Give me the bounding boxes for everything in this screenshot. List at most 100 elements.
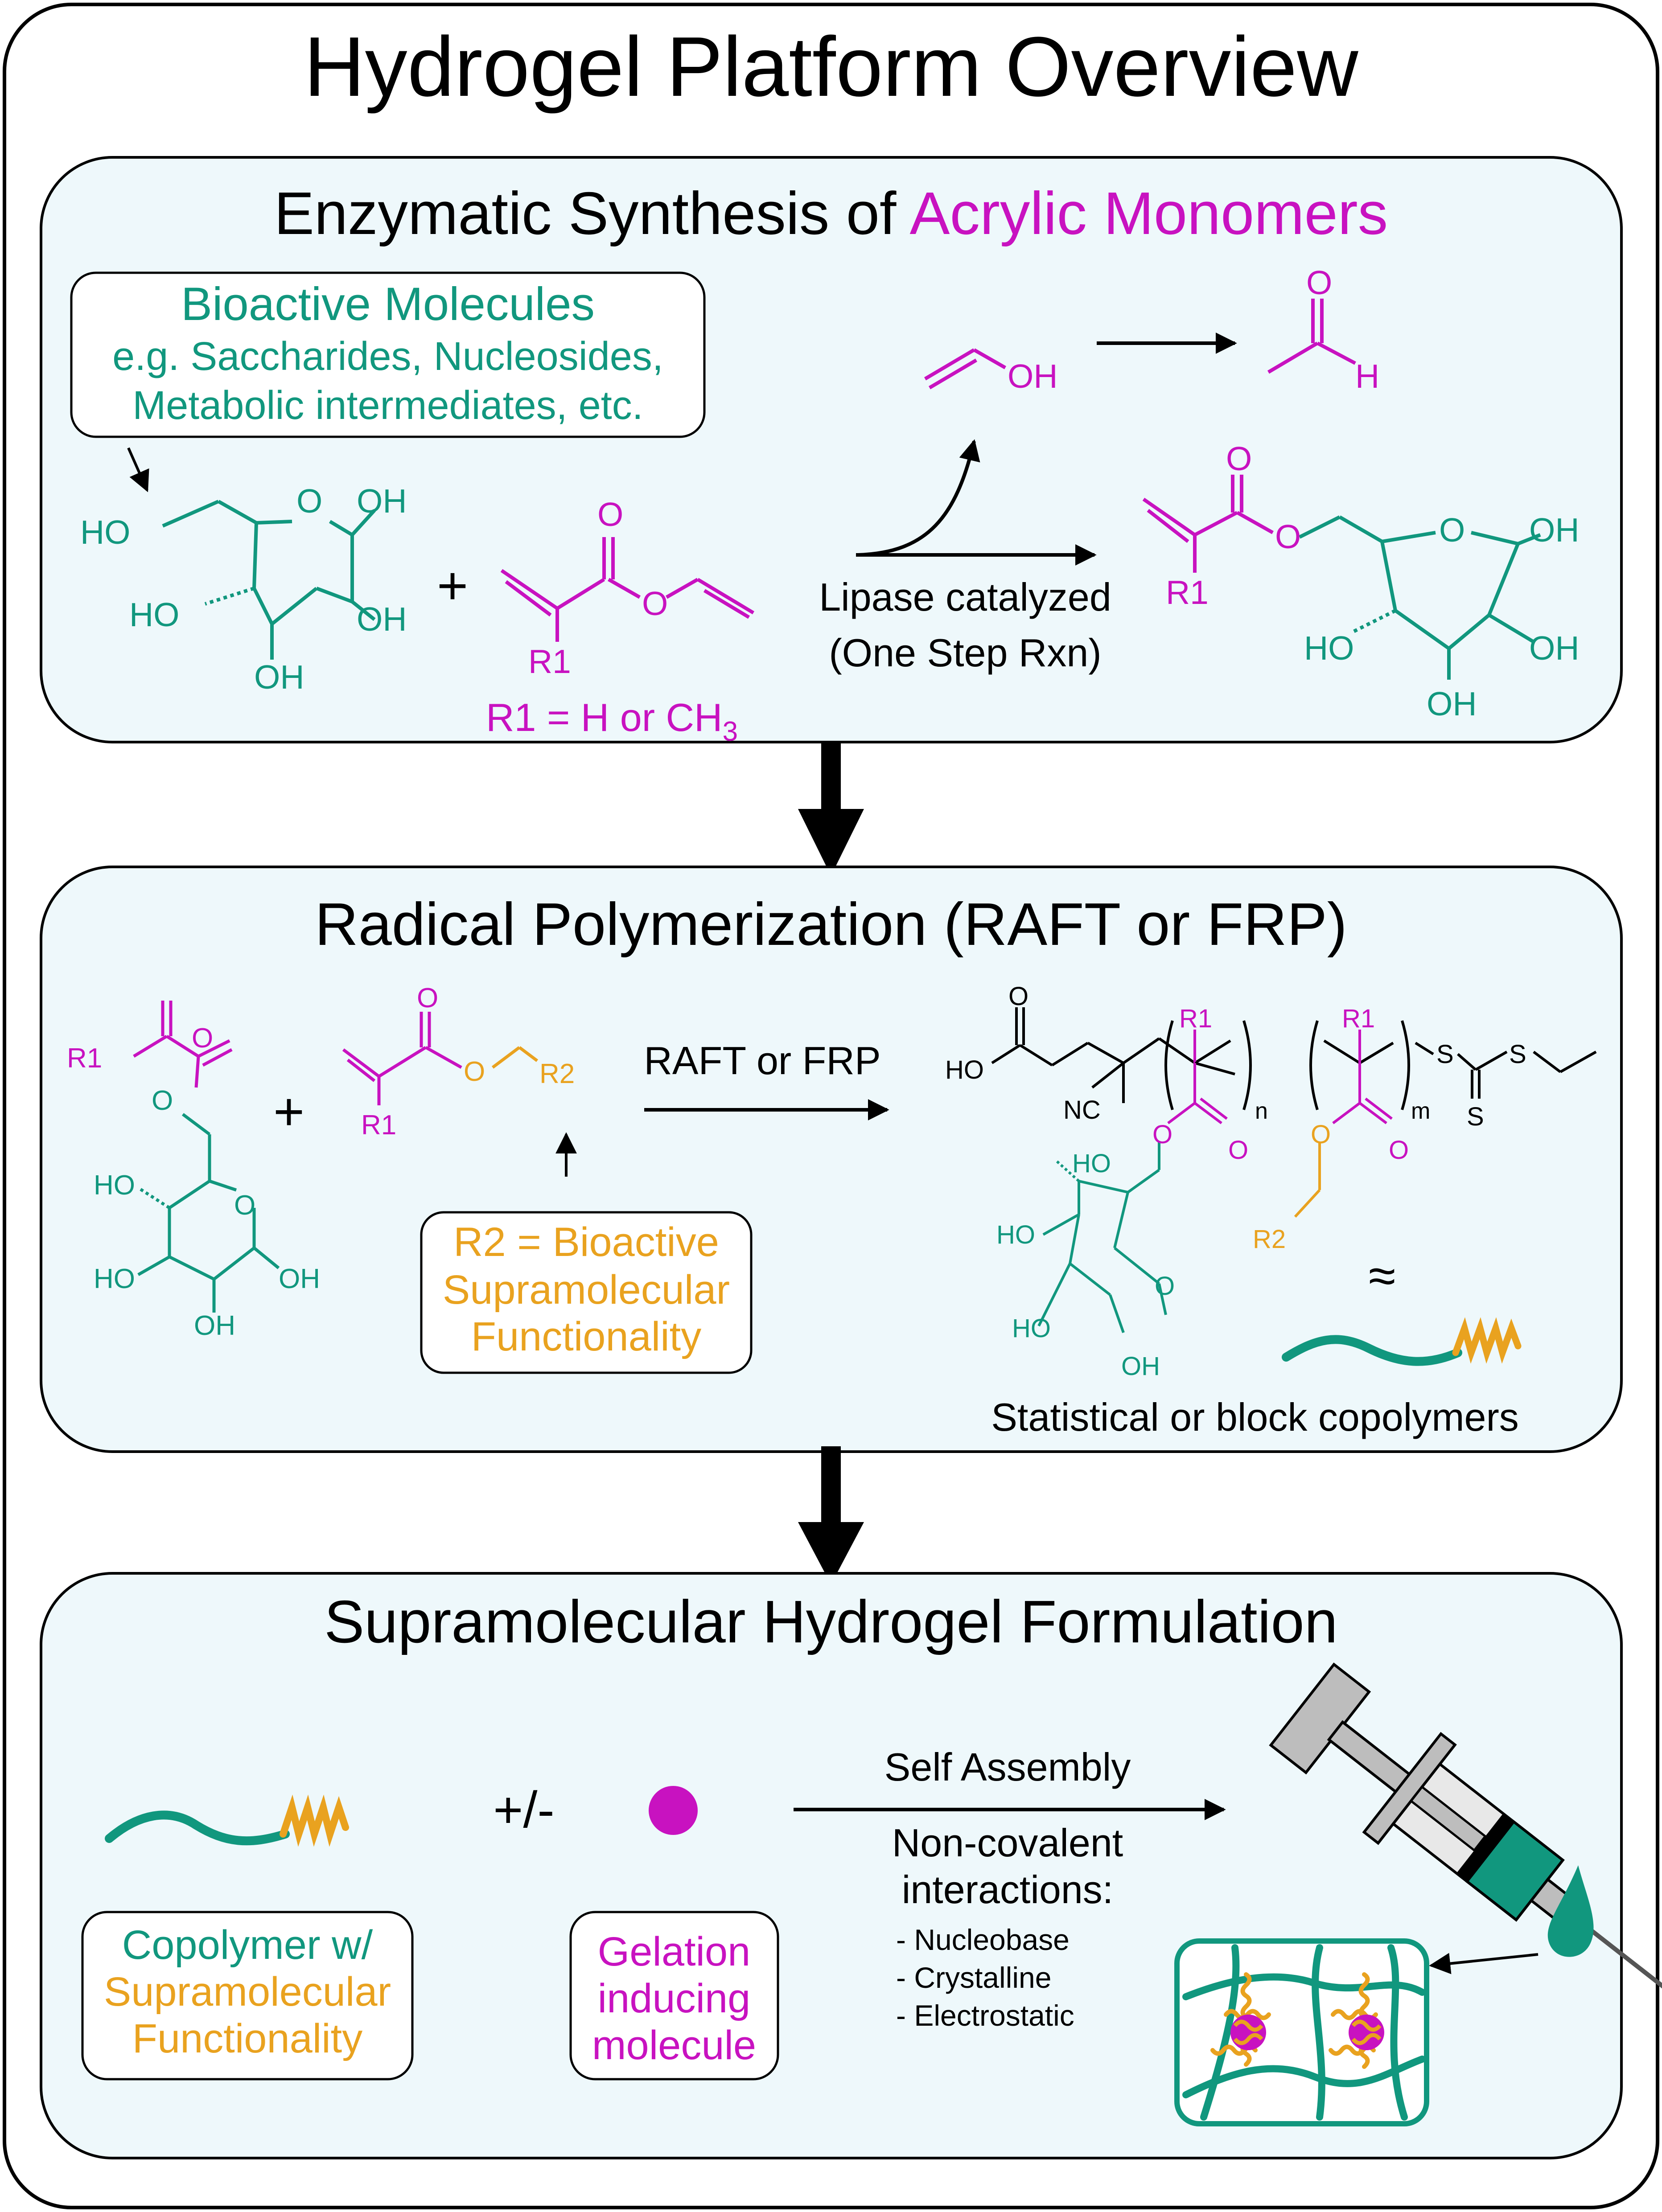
lipase-label-2: (One Step Rxn) [829,631,1101,675]
copolymer-box [81,1911,414,2081]
monomer2-r2: R2 [539,1059,575,1089]
polymer-o-acid: O [1008,982,1028,1011]
monomer2-o-ester: O [464,1056,485,1087]
hydrogel-droplet [1547,1865,1594,1957]
panel3-title: Supramolecular Hydrogel Formulation [324,1588,1338,1655]
copolymer-cartoon-left [105,1794,349,1847]
noncovalent-label-1: Non-covalent [892,1821,1123,1865]
gelation-box [569,1911,779,2081]
monomer1-structure [133,1001,280,1313]
monomer1-ho2: HO [94,1264,135,1294]
panel-enzymatic-synthesis: Enzymatic Synthesis of Acrylic Monomers … [40,156,1623,747]
monomer1-o-top: O [192,1023,213,1054]
monomer1-ho1: HO [94,1170,135,1201]
copolymer-caption: Statistical or block copolymers [991,1395,1519,1439]
monomer2-o-top: O [417,983,438,1014]
polymer-m: m [1411,1098,1430,1124]
polymer-s2: S [1509,1040,1526,1069]
page-title: Hydrogel Platform Overview [304,20,1358,114]
monomer1-oh1: OH [279,1264,320,1294]
interaction-crystalline: - Crystalline [896,1961,1051,1994]
monomer2-structure [342,1012,539,1105]
acetaldehyde-h: H [1355,357,1379,395]
acetaldehyde-structure [1267,299,1356,374]
polymer-s1: S [1436,1040,1454,1069]
r2-box-line3: Functionality [471,1314,701,1359]
polymer-ring-o: O [1155,1272,1175,1301]
gelation-box-line3: molecule [592,2023,756,2068]
gelation-box-line1: Gelation [598,1929,751,1974]
sugar-acrylate-product [1142,475,1541,680]
vinyl-acrylate-structure [500,537,755,642]
glucose-structure [162,500,376,660]
polymer-structure [991,1007,1597,1333]
r1-definition: R1 = H or CH3 [486,695,738,747]
polymer-n: n [1255,1098,1268,1124]
r2-definition-box [420,1211,753,1374]
polymer-s3: S [1467,1102,1484,1131]
lipase-label-1: Lipase catalyzed [819,575,1111,619]
callout-title: Bioactive Molecules [181,278,595,330]
vinyl-alcohol-oh: OH [1008,357,1058,395]
product-r1: R1 [1166,574,1209,611]
polymer-ho-a: HO [1072,1149,1111,1178]
polymer-o4: O [1389,1136,1409,1165]
step-arrow-2 [798,1446,864,1584]
panel2-title: Radical Polymerization (RAFT or FRP) [315,891,1347,958]
glucose-oh-top: OH [357,482,407,520]
droplet-to-network-arrow [1429,1953,1539,1974]
raft-arrow-label: RAFT or FRP [644,1038,880,1083]
polymer-o2: O [1228,1136,1248,1165]
hydrogel-network-illustration [1174,1938,1429,2126]
glucose-oh-bottom: OH [254,658,304,696]
polymer-o1: O [1152,1120,1172,1149]
panel1-plus: + [437,556,468,616]
vinyl-ester-r1: R1 [528,643,571,680]
glucose-oh-right: OH [357,600,407,638]
polymer-r1b: R1 [1342,1004,1375,1033]
acetaldehyde-o: O [1306,264,1332,301]
callout-line3: Metabolic intermediates, etc. [132,383,643,428]
approx-symbol: ≈ [1369,1248,1395,1303]
product-oh1: OH [1529,511,1580,549]
syringe-icon [1269,1662,1662,1991]
panel2-plus: + [273,1082,304,1141]
vinyl-ester-o: O [642,585,668,622]
r2-box-line1: R2 = Bioactive [453,1219,719,1265]
monomer1-r1: R1 [67,1043,102,1074]
vinyl-alcohol-structure [924,348,1006,390]
copolymer-cartoon [1282,1317,1522,1366]
polymer-nc: NC [1063,1096,1101,1124]
copolymer-box-line2: Supramolecular [104,1969,391,2015]
plus-minus: +/- [493,1781,554,1839]
monomer1-ring-o: O [234,1190,255,1221]
monomer1-oh2: OH [194,1310,235,1341]
panel-radical-polymerization: Radical Polymerization (RAFT or FRP) R1 … [40,866,1623,1453]
polymer-ho-c: HO [1012,1314,1051,1343]
product-o-ester: O [1275,518,1301,555]
self-assembly-label: Self Assembly [884,1745,1131,1789]
callout-line2: e.g. Saccharides, Nucleosides, [112,334,663,379]
byproduct-curved-arrow [858,439,980,557]
polymer-r1a: R1 [1179,1004,1212,1033]
polymer-o3: O [1311,1120,1331,1149]
polymer-oh-d: OH [1121,1352,1160,1381]
gelation-molecule-dot [649,1786,698,1835]
r2-box-line2: Supramolecular [443,1267,730,1313]
copolymer-box-line3: Functionality [132,2016,362,2061]
glucose-ring-o: O [296,482,322,520]
copolymer-box-line1: Copolymer w/ [122,1922,373,1968]
vinyl-ester-o-top: O [597,496,623,533]
product-ho: HO [1304,629,1354,667]
product-oh3: OH [1427,685,1477,722]
step-arrow-1 [798,742,864,876]
gelation-box-line2: inducing [598,1976,751,2021]
bioactive-callout-box [70,271,706,438]
panel1-title: Enzymatic Synthesis of Acrylic Monomers [274,180,1388,247]
panel-hydrogel-formulation: Supramolecular Hydrogel Formulation +/- … [40,1572,1662,2159]
interaction-nucleobase: - Nucleobase [896,1923,1070,1956]
interaction-electrostatic: - Electrostatic [896,1999,1074,2032]
monomer2-r1: R1 [361,1110,396,1141]
polymer-r2: R2 [1253,1225,1286,1254]
